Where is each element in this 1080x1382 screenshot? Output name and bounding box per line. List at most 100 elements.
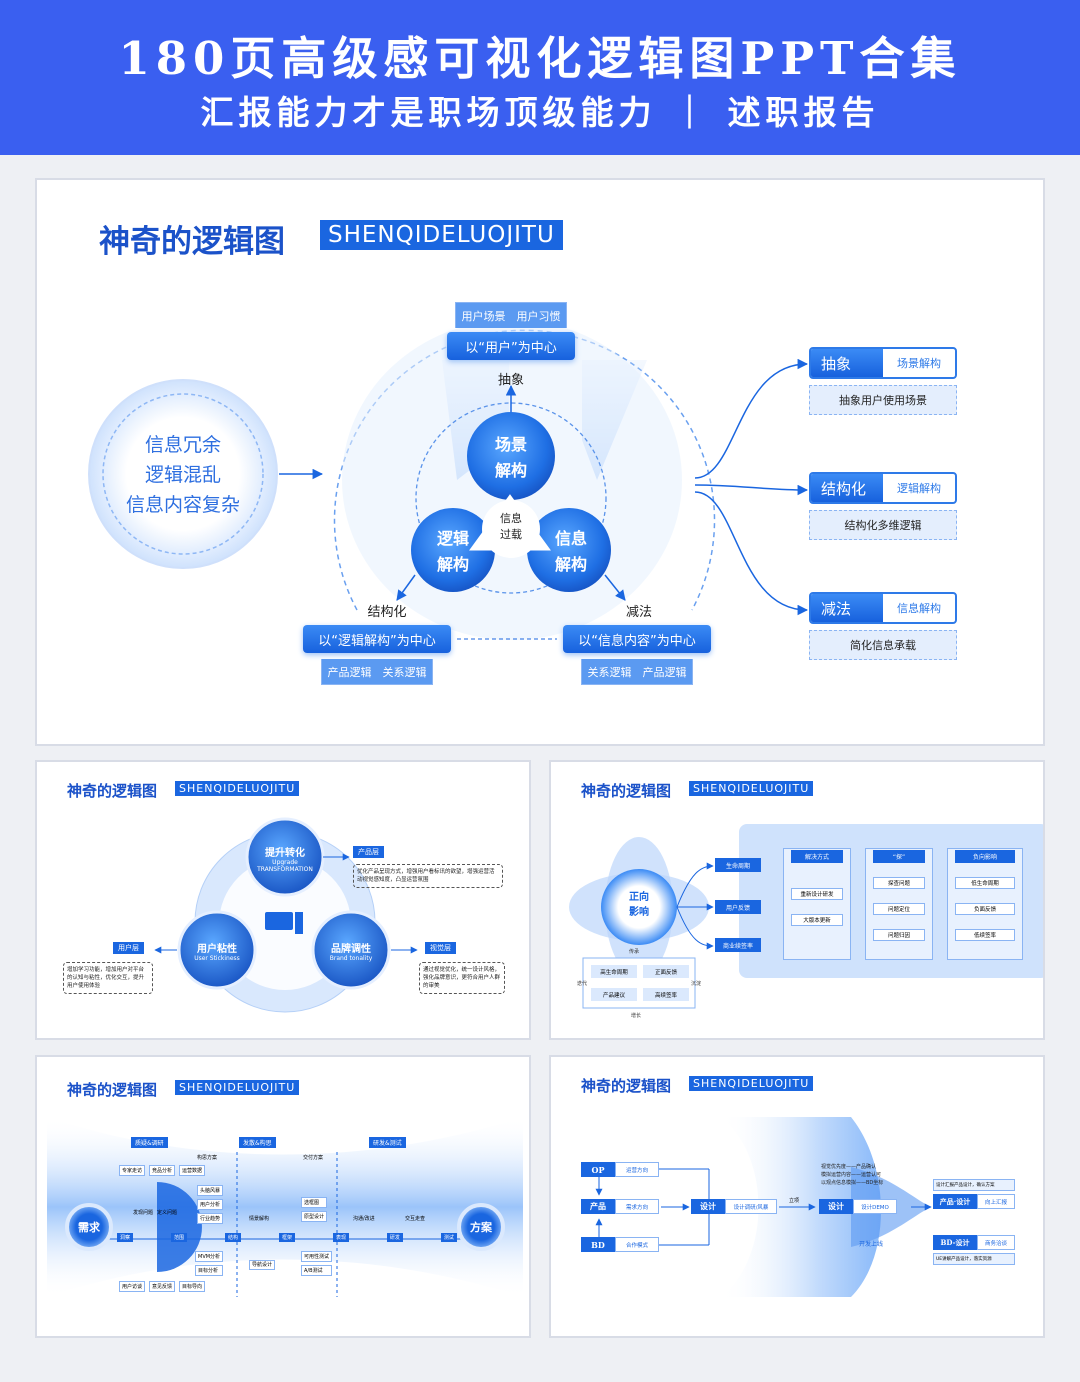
s2-diagram: [154, 817, 418, 1013]
s4-mid-label: 发现问题: [133, 1210, 154, 1216]
s4-bottom-item: 目标导向: [179, 1281, 206, 1292]
s3-cycle-label: 迭代: [577, 981, 588, 987]
s4-lower-stack: 导航设计: [249, 1251, 276, 1270]
header-title: 180页高级感可视化逻辑图PPT合集: [118, 32, 962, 85]
slide-title: 神奇的逻辑图: [99, 224, 285, 260]
s3-col-item: 重新设计研发: [791, 888, 843, 900]
slide-5[interactable]: 神奇的逻辑图 SHENQIDELUOJITU OP 运营方向: [549, 1055, 1045, 1338]
s2-top-en: Upgrade: [272, 859, 298, 866]
slide-2[interactable]: 神奇的逻辑图 SHENQIDELUOJITU 提升转化 Upgrade TRAN…: [35, 760, 531, 1040]
connector-1: [694, 358, 809, 479]
s4-band: [47, 1117, 523, 1297]
bottom-right-tab: 产品逻辑: [642, 665, 687, 679]
s5-mid1: 设计 设计调研/风暴: [691, 1199, 777, 1214]
bottom-left-box: 以“逻辑解构”为中心: [303, 625, 451, 653]
s3-col-item: 低生命周期: [955, 877, 1015, 889]
s4-phase: 研发&测试: [369, 1137, 406, 1148]
s3-cycle-item: 产品建议: [591, 988, 637, 1001]
s5-head: 产品·设计: [933, 1194, 977, 1209]
s4-row-item: 洞察: [117, 1233, 134, 1242]
slide-tag: SHENQIDELUOJITU: [175, 781, 300, 796]
s4-row-item: 框架: [278, 1233, 295, 1242]
s5-arrow-label: 立项: [789, 1198, 800, 1204]
s5-right-item: BD-设计 商务洽谈 UE讲解产品设计，落实资源: [933, 1235, 1015, 1265]
right-item-head: 结构化: [811, 474, 883, 502]
s4-mid-label: 沟通/改进: [353, 1216, 375, 1222]
s3-col-item: 问题定位: [873, 903, 925, 915]
s5-left-item: OP 运营方向: [581, 1162, 659, 1177]
s4-stack-item: 目标分析: [195, 1265, 224, 1276]
ball-info: [527, 508, 611, 592]
right-item: 结构化 逻辑解构 结构化多维逻辑: [809, 472, 957, 540]
s2-right-tag: 视觉层: [425, 942, 456, 954]
right-item-desc: 结构化多维逻辑: [809, 510, 957, 540]
ball-logic-line: 解构: [436, 555, 469, 574]
s4-lower-stack: 可用性测试 A/B测试: [301, 1251, 333, 1276]
s5-note: 视觉优先度——产品确认: [821, 1164, 877, 1170]
s4-stack-item: 用户分析: [197, 1199, 224, 1210]
right-item-desc: 抽象用户使用场景: [809, 385, 957, 415]
slide-main[interactable]: 神奇的逻辑图 SHENQIDELUOJITU: [35, 178, 1045, 746]
center-label: 信息 过载: [487, 511, 535, 543]
s5-head: BD: [581, 1237, 615, 1252]
s4-start-label: 需求: [78, 1221, 100, 1234]
bottom-right-tabs: 关系逻辑 产品逻辑: [581, 659, 693, 685]
s3-diagram: [569, 837, 714, 1009]
top-tab: 用户习惯: [516, 309, 561, 323]
s2-left-tag: 用户层: [113, 942, 144, 954]
slide-title: 神奇的逻辑图: [67, 782, 158, 800]
ball-logic-line: 逻辑: [436, 529, 469, 548]
bottom-right-tab: 关系逻辑: [587, 665, 632, 679]
s3-cycle-label: 沉淀: [691, 981, 702, 987]
s4-mid-label: 交互走查: [405, 1216, 426, 1222]
center-line: 信息: [500, 512, 522, 525]
s2-right-label: 品牌调性 Brand tonality: [313, 940, 389, 962]
top-tabs: 用户场景 用户习惯: [455, 302, 567, 328]
top-box: 以“用户”为中心: [447, 332, 575, 360]
slide-title: 神奇的逻辑图: [581, 1077, 672, 1095]
s2-top-tag: 产品层: [353, 846, 384, 858]
left-ring: [88, 379, 278, 569]
s4-stack-item: 头脑风暴: [197, 1185, 224, 1196]
s3-mid-tag: 用户反馈: [715, 900, 761, 914]
s3-col-item: 低续签率: [955, 929, 1015, 941]
s5-head: BD-设计: [933, 1235, 977, 1250]
s4-stack-item: MVM分析: [195, 1251, 224, 1262]
s3-col-item: 探查问题: [873, 877, 925, 889]
s5-sub: 商务洽谈: [977, 1235, 1015, 1250]
triad-ring: [415, 402, 607, 594]
s4-upper-item: 竞品分析: [149, 1165, 176, 1176]
right-item-tag: 信息解构: [897, 602, 941, 615]
s5-right-item: 设计汇报产品设计，确认方案 产品·设计 向上汇报: [933, 1179, 1015, 1209]
right-item: 减法 信息解构 简化信息承载: [809, 592, 957, 660]
s3-center-line: 正向: [629, 892, 649, 903]
bottom-right-box: 以“信息内容”为中心: [563, 625, 711, 653]
bottom-left-tab: 关系逻辑: [382, 665, 427, 679]
ball-scene-line: 解构: [494, 461, 527, 480]
s2-right-en: Brand tonality: [329, 955, 373, 962]
slide-tag: SHENQIDELUOJITU: [689, 781, 814, 796]
s3-cycle-item: 高续签率: [643, 988, 689, 1001]
right-item-head: 减法: [811, 594, 883, 622]
s5-right-note: UE讲解产品设计，落实资源: [933, 1253, 1015, 1265]
s3-cycle-item: 高生命周期: [591, 965, 637, 978]
right-arrow: [604, 574, 626, 601]
s5-right-note: 设计汇报产品设计，确认方案: [933, 1179, 1015, 1191]
slide-3[interactable]: 神奇的逻辑图 SHENQIDELUOJITU 正向 影响 生命周期 用户反馈 商…: [549, 760, 1045, 1040]
left-ring-text: 信息冗余 逻辑混乱 信息内容复杂: [89, 430, 277, 520]
s2-monitor-icon: [265, 912, 293, 930]
s4-row-item: 表现: [332, 1233, 349, 1242]
s3-link: [676, 862, 714, 908]
s3-mid-tag: 商业续签率: [715, 938, 761, 952]
s3-col-item: 大版本更新: [791, 914, 843, 926]
slide-tag: SHENQIDELUOJITU: [689, 1076, 814, 1091]
ball-scene-line: 场景: [494, 435, 527, 454]
slide-4[interactable]: 神奇的逻辑图 SHENQIDELUOJITU 需求 方案 质: [35, 1055, 531, 1338]
s2-top-name: 提升转化: [265, 848, 305, 859]
s3-center-label: 正向 影响: [611, 890, 667, 920]
s5-notes: 视觉优先度——产品确认 模拟运营内容——运营认可 以观点信息模拟——BD坐标: [821, 1163, 883, 1187]
bottom-left-tabs: 产品逻辑 关系逻辑: [321, 659, 433, 685]
ball-logic-label: 逻辑 解构: [409, 526, 497, 578]
slide-title: 神奇的逻辑图: [67, 1081, 158, 1099]
